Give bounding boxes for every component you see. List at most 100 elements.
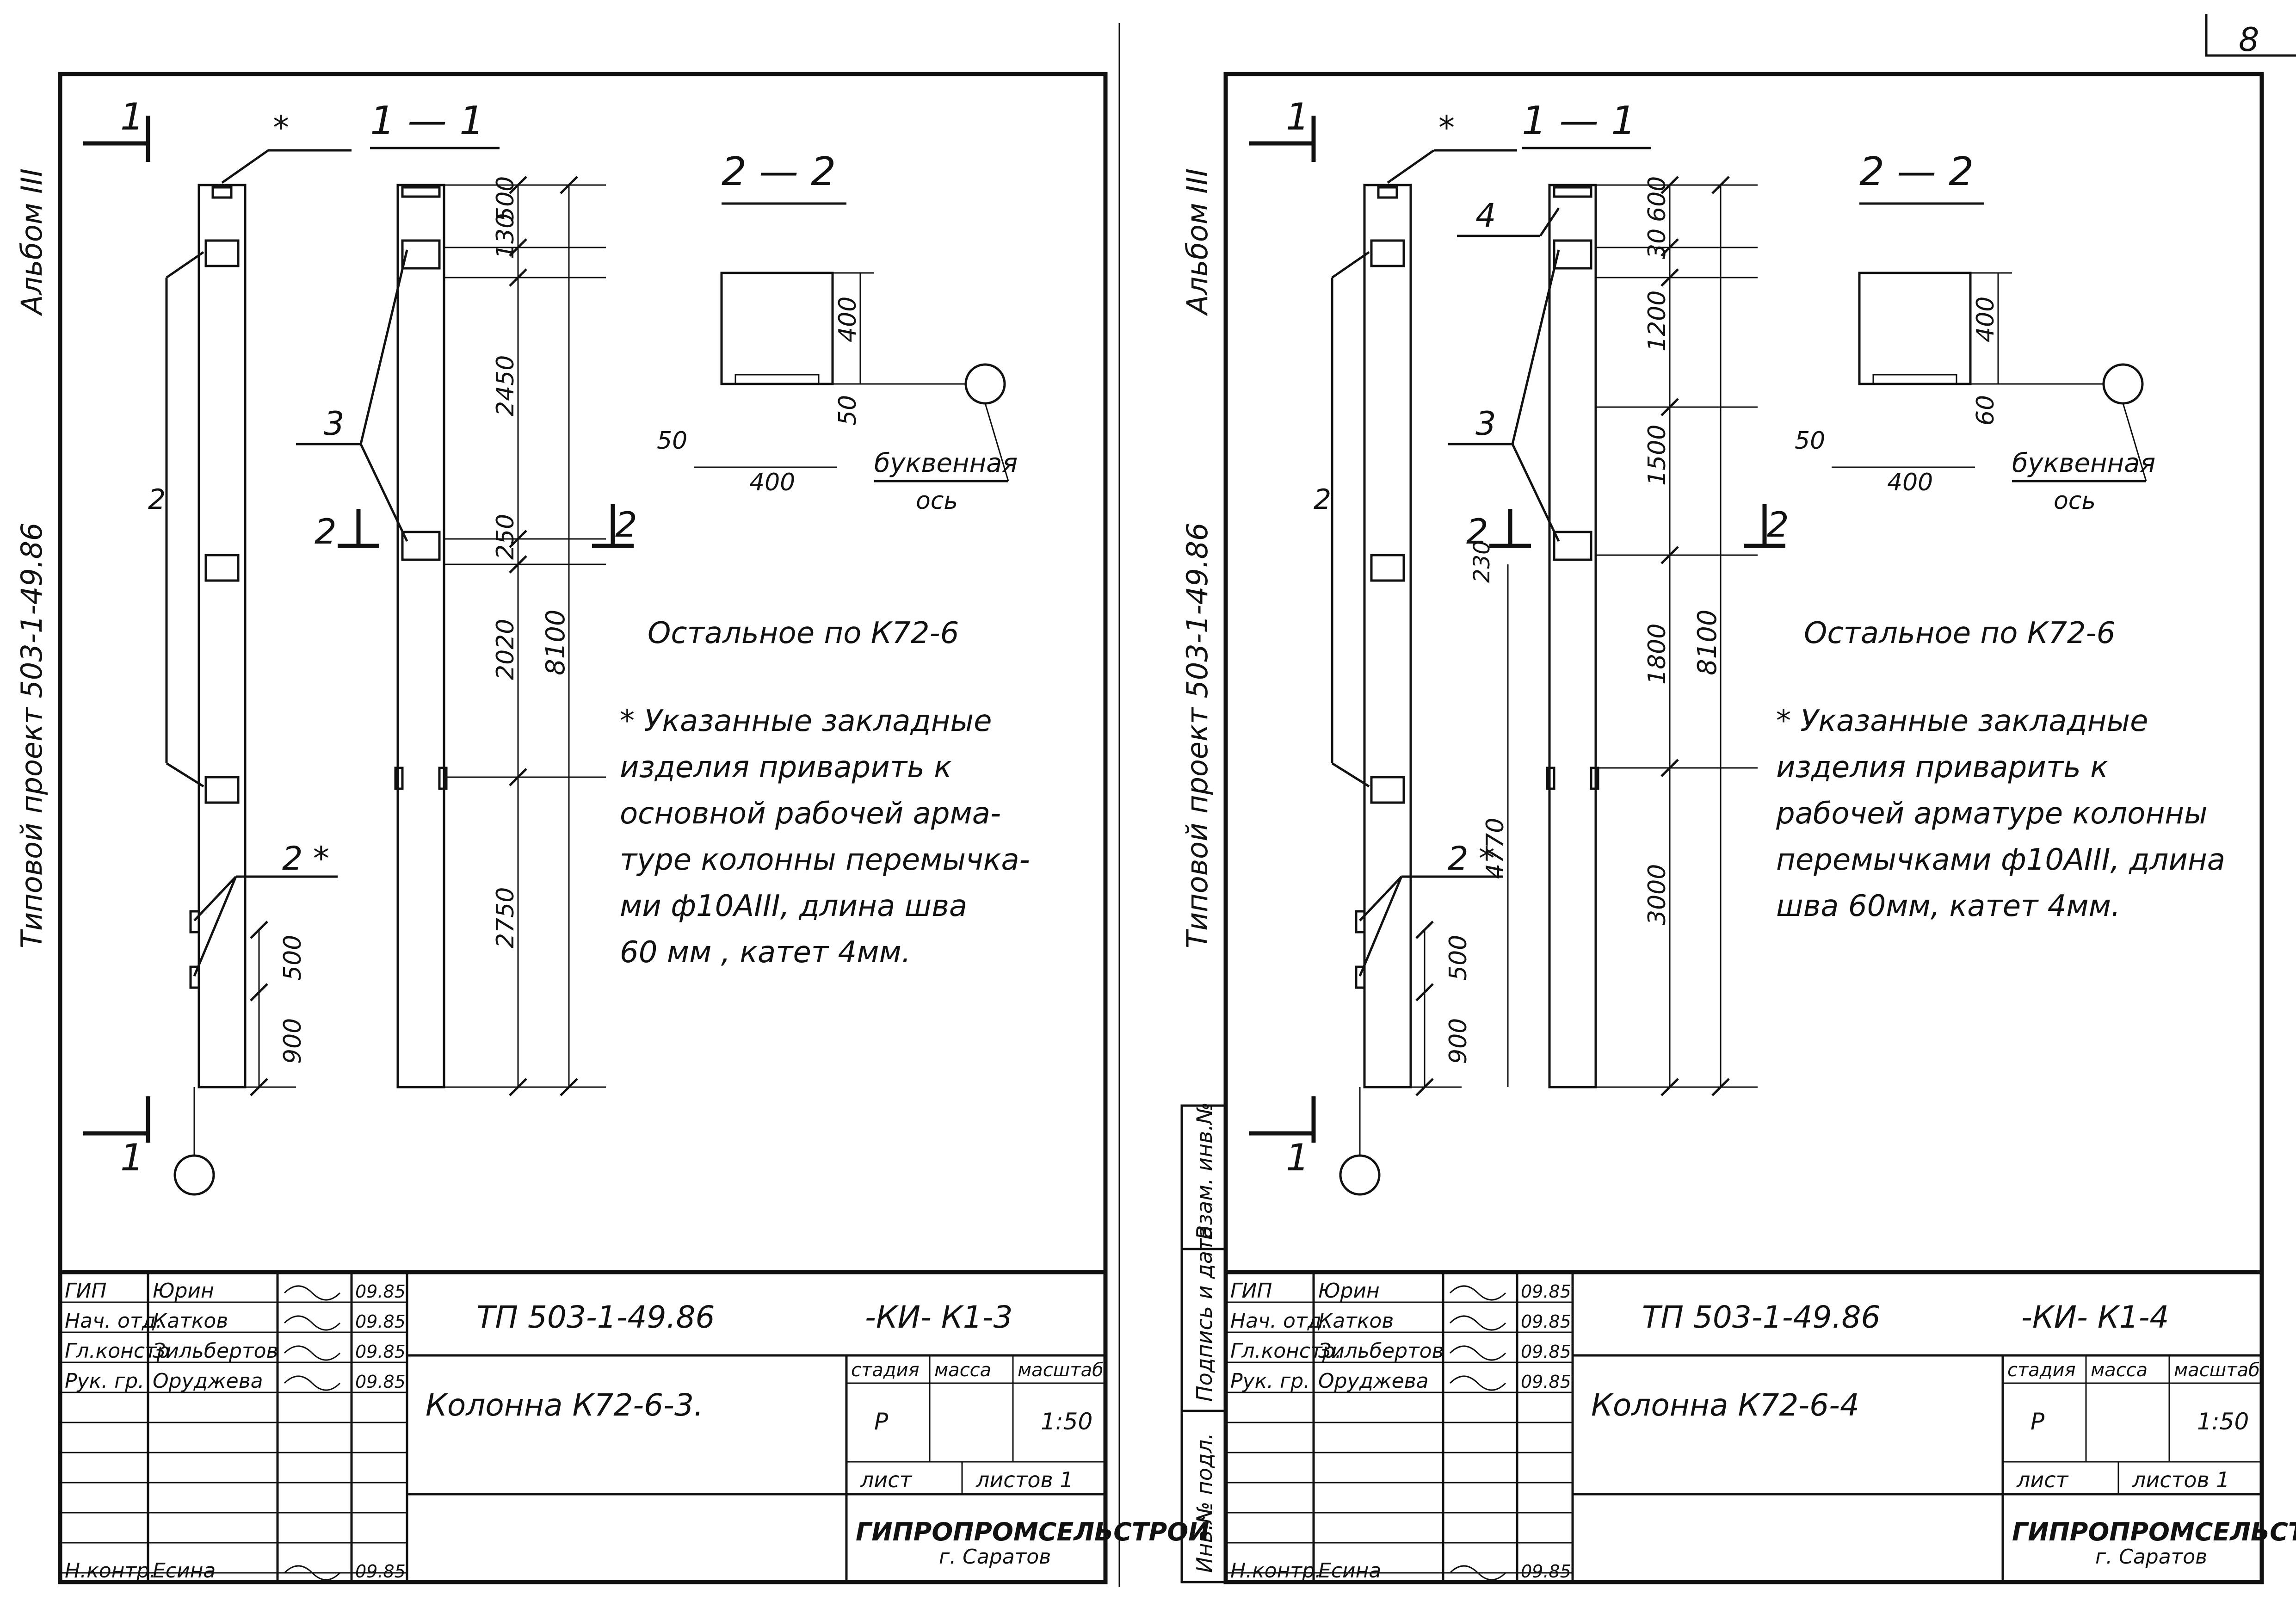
callout-leader bbox=[221, 149, 269, 184]
title-block-role: Рук. гр. bbox=[65, 1369, 144, 1393]
title-block-date: 09.85 bbox=[1521, 1342, 1571, 1362]
title-block-name: Оруджева bbox=[153, 1369, 263, 1393]
axis-bubble bbox=[1339, 1154, 1381, 1196]
organization-city: г. Саратов bbox=[939, 1545, 1051, 1569]
title-block-role: Н.контр. bbox=[65, 1559, 156, 1583]
dimension-tick bbox=[1660, 398, 1679, 416]
dimension-text: 400 bbox=[749, 469, 795, 496]
title-block-date: 09.85 bbox=[1521, 1281, 1571, 1302]
title-block-role: Рук. гр. bbox=[1230, 1369, 1310, 1393]
cut-label: 1 bbox=[120, 95, 144, 138]
stage-value: Р bbox=[2031, 1408, 2045, 1435]
signature-mark bbox=[284, 1345, 341, 1361]
dimension-text: 1800 bbox=[1643, 624, 1671, 685]
dimension-tick bbox=[509, 268, 527, 287]
dimension-text: 400 bbox=[1887, 469, 1933, 496]
title-block-role: ГИП bbox=[65, 1279, 107, 1303]
column-elevation bbox=[1363, 184, 1412, 1088]
note-line: основной рабочей арма- bbox=[620, 797, 1001, 831]
dimension-text: 3000 bbox=[1643, 864, 1671, 925]
note-line: изделия приварить к bbox=[620, 750, 952, 785]
bottom-embed-hatch bbox=[1872, 374, 1957, 385]
callout-leader bbox=[984, 403, 1009, 482]
dimension-text: 900 bbox=[1444, 1018, 1472, 1064]
dimension-text-total: 8100 bbox=[1692, 609, 1722, 675]
embedded-plate bbox=[204, 239, 240, 267]
note-line: туре колонны перемычка- bbox=[620, 843, 1030, 877]
organization-name: ГИПРОПРОМСЕЛЬСТРОЙ bbox=[2012, 1517, 2296, 1546]
side-plate bbox=[438, 767, 448, 790]
project-label: Типовой проект 503-1-49.86 bbox=[1180, 523, 1214, 948]
callout-leader bbox=[1358, 876, 1403, 977]
drawing-title: Колонна К72-6-4 bbox=[1591, 1387, 1859, 1423]
callout-leader bbox=[166, 251, 204, 279]
dimension-text: 50 bbox=[1795, 427, 1825, 455]
dimension-text: 600 bbox=[1643, 176, 1671, 222]
axis-label: буквенная bbox=[874, 448, 1018, 478]
dimension-text: 500 bbox=[279, 935, 307, 981]
title-block-date: 09.85 bbox=[355, 1311, 406, 1332]
dimension-tick bbox=[250, 983, 268, 1002]
title-block-date: 09.85 bbox=[355, 1281, 406, 1302]
callout-leader bbox=[359, 249, 408, 445]
title-block-name: Зильбертов bbox=[1318, 1339, 1444, 1363]
axis-sub-label: ось bbox=[2054, 487, 2096, 515]
document-code-suffix: -КИ- К1-3 bbox=[865, 1299, 1013, 1335]
callout-leader bbox=[359, 443, 408, 542]
side-stamp-label: Взам. инв.№ bbox=[1192, 1102, 1217, 1240]
dimension-text: 230 bbox=[1469, 540, 1495, 583]
note-line: рабочей арматуре колонны bbox=[1776, 797, 2208, 831]
dimension-tick bbox=[1660, 176, 1679, 194]
embedded-plate bbox=[401, 239, 441, 270]
title-block-date: 09.85 bbox=[355, 1561, 406, 1582]
dimension-text: 400 bbox=[1972, 297, 2000, 342]
signature-mark bbox=[284, 1375, 341, 1391]
dimension-text: 2750 bbox=[492, 887, 519, 948]
title-block-date: 09.85 bbox=[1521, 1311, 1571, 1332]
dimension-tick bbox=[509, 768, 527, 786]
page-number: 8 bbox=[2239, 21, 2259, 59]
dimension-text: 1500 bbox=[1643, 425, 1671, 486]
title-block-name: Катков bbox=[153, 1309, 228, 1333]
organization-city: г. Саратов bbox=[2095, 1545, 2207, 1569]
side-stamp-label: Подпись и дата bbox=[1192, 1225, 1217, 1402]
dimension-tick bbox=[1711, 176, 1730, 194]
title-block-role: Гл.констр bbox=[65, 1339, 170, 1363]
callout-leader bbox=[2122, 403, 2147, 482]
document-code: ТП 503-1-49.86 bbox=[1642, 1299, 1880, 1335]
dimension-tick bbox=[1660, 238, 1679, 257]
signature-mark bbox=[1449, 1345, 1506, 1361]
title-block-date: 09.85 bbox=[1521, 1372, 1571, 1392]
embedded-plate bbox=[1370, 554, 1405, 582]
axis-sub-label: ось bbox=[916, 487, 958, 515]
dimension-text: 50 bbox=[834, 395, 862, 426]
drawing-frame bbox=[1223, 72, 2264, 1584]
title-block-date: 09.85 bbox=[355, 1342, 406, 1362]
scale-header: масштаб bbox=[1018, 1360, 1104, 1381]
position-2-star: 2 * bbox=[282, 840, 329, 878]
sheets-header: листов 1 bbox=[2132, 1467, 2230, 1492]
signature-mark bbox=[284, 1285, 341, 1301]
callout-leader bbox=[193, 876, 237, 921]
dimension-text: 2450 bbox=[492, 355, 519, 416]
note-line: перемычками ф10АIII, длина bbox=[1776, 843, 2225, 877]
callout-leader bbox=[1539, 207, 1560, 237]
title-block-name: Юрин bbox=[153, 1279, 214, 1303]
dimension-tick bbox=[509, 176, 527, 194]
section-title: 2 — 2 bbox=[1859, 149, 1974, 195]
scale-value: 1:50 bbox=[2197, 1408, 2249, 1435]
stage-header: стадия bbox=[2007, 1360, 2076, 1381]
dimension-tick bbox=[509, 1078, 527, 1096]
side-stamp-label: Инв.№ подл. bbox=[1192, 1433, 1217, 1573]
note-line: * Указанные закладные bbox=[1776, 704, 2148, 738]
title-block-name: Есина bbox=[1318, 1559, 1381, 1583]
note-rest: Остальное по К72-6 bbox=[1804, 616, 2115, 650]
axis-bubble bbox=[173, 1154, 215, 1196]
section-arrow-label: 2 bbox=[1767, 504, 1789, 545]
drawing-title: Колонна К72-6-3. bbox=[426, 1387, 704, 1423]
stage-header: стадия bbox=[851, 1360, 920, 1381]
note-line: шва 60мм, катет 4мм. bbox=[1776, 889, 2120, 923]
title-block-name: Катков bbox=[1318, 1309, 1394, 1333]
